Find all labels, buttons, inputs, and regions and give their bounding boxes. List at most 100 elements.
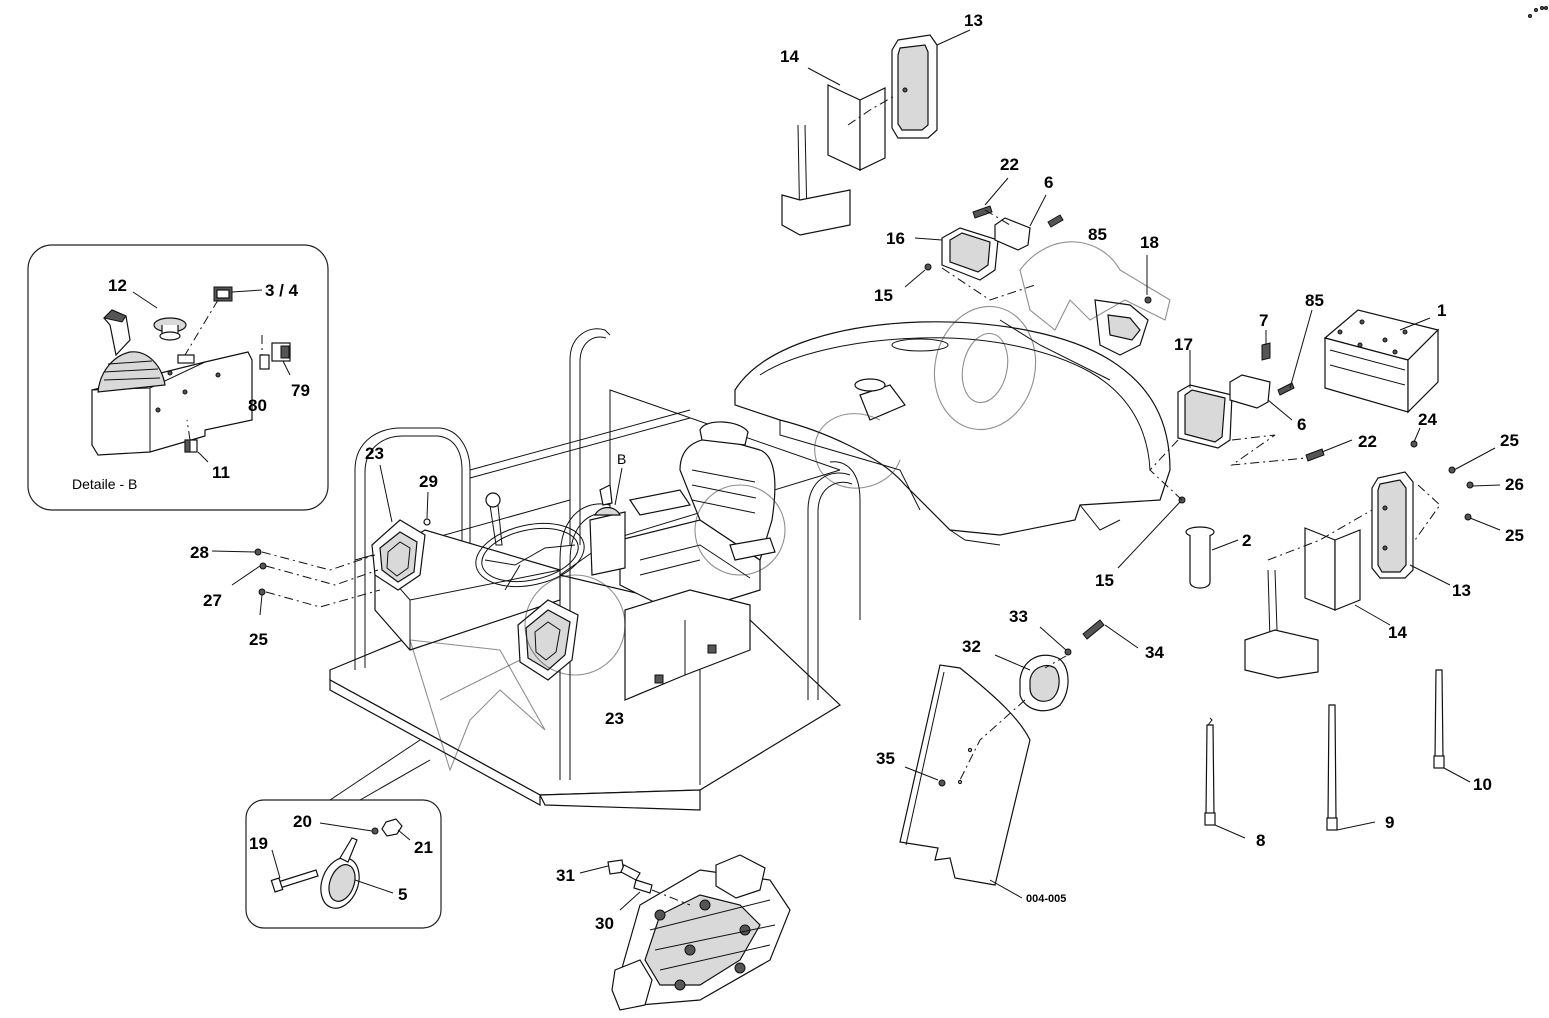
- nut-15-top: [924, 263, 932, 271]
- callout-c30: 30: [595, 914, 614, 933]
- lamp-6-right: [1229, 374, 1271, 409]
- callout-c18: 18: [1140, 233, 1159, 252]
- horn-leader-lines: [271, 822, 411, 894]
- cable-tie-8: [1204, 717, 1246, 839]
- callout-c16: 16: [886, 229, 905, 248]
- side-panel: [899, 664, 1031, 886]
- callout-c14b: 14: [1388, 623, 1407, 642]
- callout-c25a: 25: [1500, 431, 1519, 450]
- callout-c20: 20: [293, 812, 312, 831]
- callout-c12: 12: [108, 276, 127, 295]
- callout-c85b: 85: [1305, 291, 1324, 310]
- lamp-6-top: [994, 217, 1031, 251]
- mirror-32: [1019, 654, 1069, 712]
- callout-c2: 2: [1242, 531, 1251, 550]
- callout-c23a: 23: [365, 444, 384, 463]
- callout-c7: 7: [1259, 311, 1268, 330]
- bolt-85-right: [1277, 382, 1295, 396]
- watermark: [409, 241, 1171, 772]
- callout-c1: 1: [1437, 301, 1446, 320]
- switch-80: [259, 354, 270, 370]
- work-light-front-left: [371, 519, 426, 591]
- bolt-34: [1082, 619, 1105, 640]
- corner-mark: [1528, 6, 1548, 18]
- callout-c6a: 6: [1044, 173, 1053, 192]
- callout-c32: 32: [962, 637, 981, 656]
- callout-c9: 9: [1385, 813, 1394, 832]
- hydraulic-pump: [611, 854, 791, 1011]
- view-marker-b: B: [617, 451, 626, 467]
- sensor-31: [607, 859, 641, 881]
- callout-c24: 24: [1418, 410, 1437, 429]
- callout-c34b: 34: [1145, 643, 1164, 662]
- callout-c80: 80: [248, 396, 267, 415]
- bolt-19: [270, 869, 319, 893]
- callout-c6b: 6: [1297, 415, 1306, 434]
- callout-c13b: 13: [1452, 581, 1471, 600]
- bracket-18: [1094, 296, 1152, 356]
- callout-c19: 19: [249, 834, 268, 853]
- battery: [1323, 309, 1440, 414]
- callout-c28: 28: [190, 543, 209, 562]
- lamp-bracket-14-right: [1244, 527, 1361, 679]
- callout-c13a: 13: [964, 11, 983, 30]
- small-fasteners-right: [1178, 440, 1474, 521]
- bolt-85-top: [1047, 214, 1064, 228]
- joystick-console-cab: B: [589, 451, 626, 576]
- lamp-bracket-14-top: [781, 84, 897, 236]
- switch-11: [184, 439, 198, 453]
- joystick-console: [91, 309, 253, 456]
- drawing-number: 004-005: [1026, 893, 1066, 905]
- cable-tie-10: [1433, 669, 1471, 783]
- washer-20: [371, 827, 379, 835]
- work-light-front-right: [517, 599, 579, 681]
- callout-c34: 3 / 4: [265, 281, 299, 300]
- right-leader-lines: [1117, 309, 1501, 626]
- washer-33: [1064, 648, 1072, 656]
- horn-detail-frame: [245, 739, 442, 929]
- callout-c15a: 15: [874, 286, 893, 305]
- detail-b-label: Detaile - B: [72, 476, 137, 492]
- rocker-switch: [213, 286, 233, 302]
- callout-c14a: 14: [780, 47, 799, 66]
- top-leader-lines: [807, 29, 1148, 301]
- callout-c15b: 15: [1095, 571, 1114, 590]
- callout-c29: 29: [419, 472, 438, 491]
- callout-c21: 21: [414, 838, 433, 857]
- lamp-17: [1177, 384, 1233, 449]
- switch-79: [271, 342, 291, 362]
- cap-2: [1185, 526, 1215, 589]
- nut-21: [381, 818, 403, 837]
- callout-c17: 17: [1174, 335, 1193, 354]
- callout-c27: 27: [203, 591, 222, 610]
- panel-leader-lines: [904, 624, 1139, 899]
- callout-c26: 26: [1505, 475, 1524, 494]
- operator-seat: [619, 421, 776, 616]
- callout-c10: 10: [1473, 775, 1492, 794]
- emergency-stop-button: [153, 317, 187, 341]
- callout-c85a: 85: [1088, 225, 1107, 244]
- left-fasteners: [211, 464, 431, 616]
- callout-c33: 33: [1009, 607, 1028, 626]
- fitting-30: [633, 879, 653, 894]
- callout-c31: 31: [556, 866, 575, 885]
- callout-c25b: 25: [1505, 526, 1524, 545]
- callout-c79: 79: [291, 381, 310, 400]
- horn-5: [320, 837, 360, 909]
- bolt-22-top: [972, 205, 993, 219]
- callout-c22a: 22: [1000, 155, 1019, 174]
- lamp-13-top: [891, 34, 938, 139]
- cable-tie-9: [1326, 704, 1376, 831]
- detail-b-leader-lines: [132, 289, 291, 463]
- callout-c11: 11: [212, 463, 230, 482]
- engine-hood: [734, 319, 1171, 546]
- lamp-13-right: [1371, 471, 1414, 579]
- screw-7: [1261, 342, 1271, 361]
- steering-wheel: [475, 492, 585, 591]
- callout-c5: 5: [398, 885, 407, 904]
- callout-c22b: 22: [1358, 432, 1377, 451]
- callout-c23b: 23: [605, 709, 624, 728]
- pump-leader-lines: [579, 865, 691, 911]
